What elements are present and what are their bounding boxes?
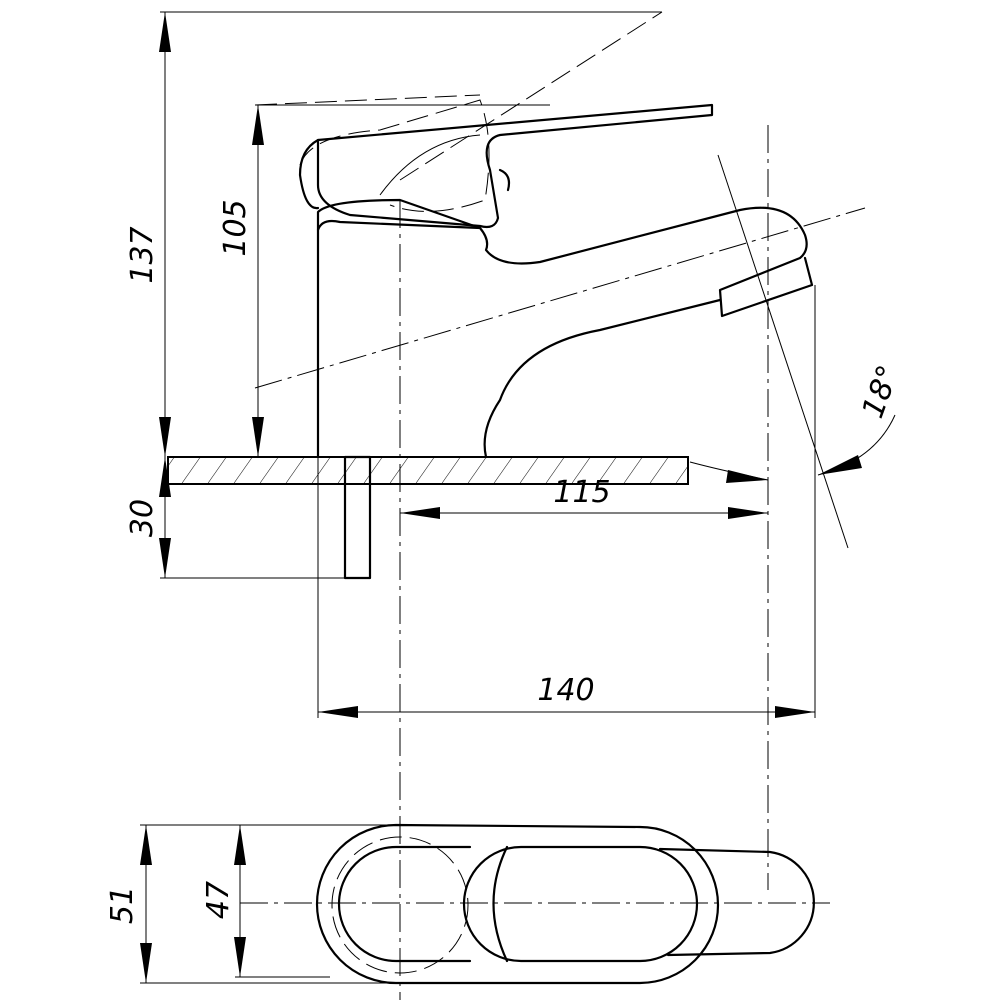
label-105: 105 [218, 199, 253, 256]
label-137: 137 [125, 226, 160, 283]
label-115: 115 [553, 475, 610, 510]
label-18-degrees: 18° [856, 361, 907, 423]
label-30: 30 [125, 499, 160, 537]
label-51: 51 [105, 886, 140, 924]
extension-lines [140, 11, 816, 984]
label-47: 47 [201, 881, 236, 919]
label-140: 140 [537, 673, 594, 708]
faucet-side-view [167, 99, 814, 580]
faucet-top-view [315, 823, 815, 985]
dimension-lines [140, 12, 896, 983]
center-lines [240, 11, 866, 1000]
